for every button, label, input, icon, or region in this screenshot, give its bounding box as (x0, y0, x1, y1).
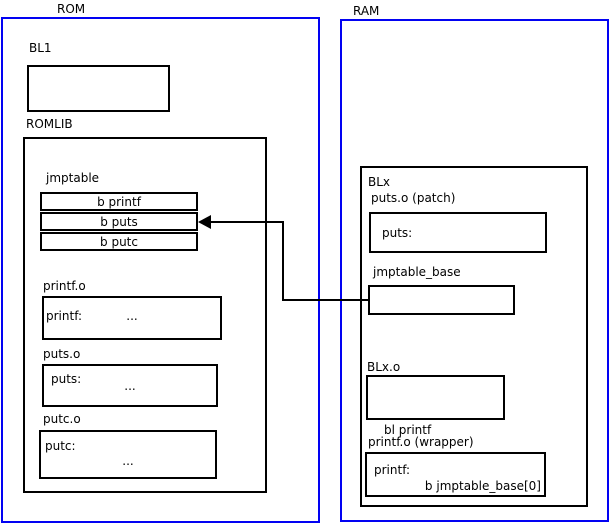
printf-wrapper-instruction: b jmptable_base[0] (424, 479, 541, 493)
jmptable-base-box (368, 285, 515, 315)
puts-symbol: puts: (51, 372, 82, 386)
jmptable-label: jmptable (46, 171, 100, 185)
printf-wrapper-label: printf.o (wrapper) (368, 435, 474, 449)
blx-o-box: bl printf bl puts (366, 375, 505, 485)
printf-o-box: printf: ... (42, 296, 222, 340)
puts-patch-symbol: puts: (382, 226, 413, 240)
blx-o-label: BLx.o (367, 360, 401, 374)
rom-region-title: ROM (57, 2, 86, 16)
blx-label: BLx (368, 175, 391, 189)
jmptable-entry-puts: b puts (40, 212, 198, 231)
ram-region-box (340, 19, 609, 522)
connector-segment-vertical (282, 221, 284, 301)
printf-body-ellipsis: ... (126, 309, 138, 323)
bl1-label: BL1 (29, 41, 52, 55)
jmptable-base-label: jmptable_base (373, 265, 461, 279)
puts-o-box: puts: ... (42, 364, 218, 407)
putc-body-ellipsis: ... (122, 454, 134, 468)
jmptable-entry-putc: b putc (40, 232, 198, 251)
printf-symbol: printf: (46, 309, 83, 323)
putc-symbol: putc: (45, 439, 76, 453)
connector-segment-upper-horizontal (209, 221, 283, 223)
printf-o-label: printf.o (43, 279, 86, 293)
putc-o-box: putc: ... (39, 430, 217, 479)
jmptable-box: b printf b puts b putc (40, 192, 198, 252)
printf-wrapper-box: printf: b jmptable_base[0] (365, 452, 546, 497)
rom-region-box (1, 17, 320, 523)
puts-patch-label: puts.o (patch) (371, 191, 456, 205)
romlib-label: ROMLIB (26, 117, 73, 131)
connector-segment-lower-horizontal (282, 299, 369, 301)
puts-o-label: puts.o (43, 347, 81, 361)
jmptable-entry-printf: b printf (40, 192, 198, 211)
putc-o-label: putc.o (43, 412, 81, 426)
bl1-box (27, 65, 170, 112)
blx-o-instruction-bl-printf: bl printf (384, 423, 432, 437)
printf-wrapper-symbol: printf: (374, 463, 411, 477)
connector-arrowhead-icon (198, 215, 211, 229)
puts-patch-box: puts: (369, 212, 547, 253)
ram-region-title: RAM (353, 4, 380, 18)
puts-body-ellipsis: ... (124, 379, 136, 393)
